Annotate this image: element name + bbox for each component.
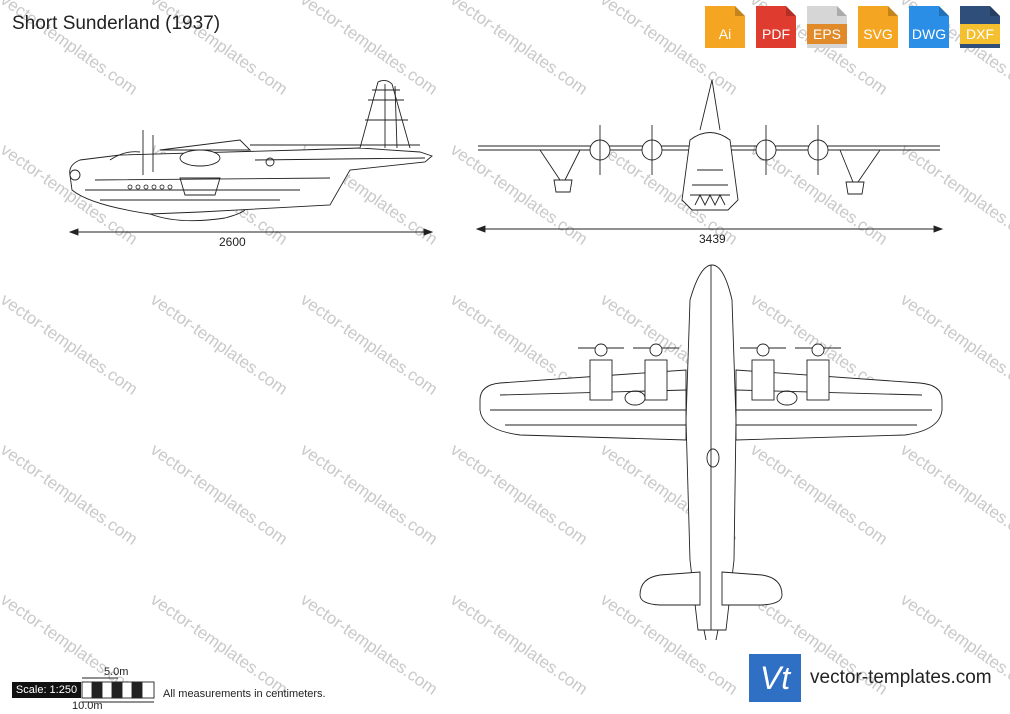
format-label: SVG	[863, 26, 893, 42]
scale-bar	[81, 677, 155, 703]
format-label: EPS	[812, 26, 841, 42]
format-label: PDF	[762, 26, 790, 42]
top-view	[479, 264, 943, 641]
side-view	[69, 79, 433, 222]
ai-file-icon	[705, 6, 745, 48]
download-pdf-button[interactable]: PDF	[754, 4, 798, 50]
download-dwg-button[interactable]: DWG	[907, 4, 951, 50]
eps-file-icon	[807, 6, 847, 48]
wingspan-dimension-label: 3439	[699, 232, 726, 246]
scale-top-value: 5.0m	[104, 666, 129, 678]
scale-label: Scale: 1:250	[12, 682, 81, 698]
download-svg-button[interactable]: SVG	[856, 4, 900, 50]
download-ai-button[interactable]: Ai	[703, 4, 747, 50]
measurement-note: All measurements in centimeters.	[163, 688, 326, 700]
svg-file-icon	[858, 6, 898, 48]
brand-site-name: vector-templates.com	[810, 667, 992, 688]
wingspan-dimension-line	[475, 225, 944, 233]
download-dxf-button[interactable]: DXF	[958, 4, 1002, 50]
format-label: DXF	[966, 26, 994, 42]
format-download-bar: Ai PDF EPS SVG DWG DXF	[703, 4, 1002, 50]
brand-logo-icon: Vt	[749, 654, 801, 702]
length-dimension-label: 2600	[219, 235, 246, 249]
download-eps-button[interactable]: EPS	[805, 4, 849, 50]
length-dimension-line	[68, 228, 434, 236]
dxf-file-icon	[960, 6, 1000, 48]
brand-logo-link[interactable]: Vt vector-templates.com	[749, 654, 992, 702]
dwg-file-icon	[909, 6, 949, 48]
front-view	[478, 79, 940, 211]
page-title: Short Sunderland (1937)	[12, 13, 221, 34]
format-label: DWG	[911, 26, 947, 42]
pdf-file-icon	[756, 6, 796, 48]
scale-bottom-value: 10.0m	[72, 700, 103, 712]
format-label: Ai	[718, 26, 732, 42]
